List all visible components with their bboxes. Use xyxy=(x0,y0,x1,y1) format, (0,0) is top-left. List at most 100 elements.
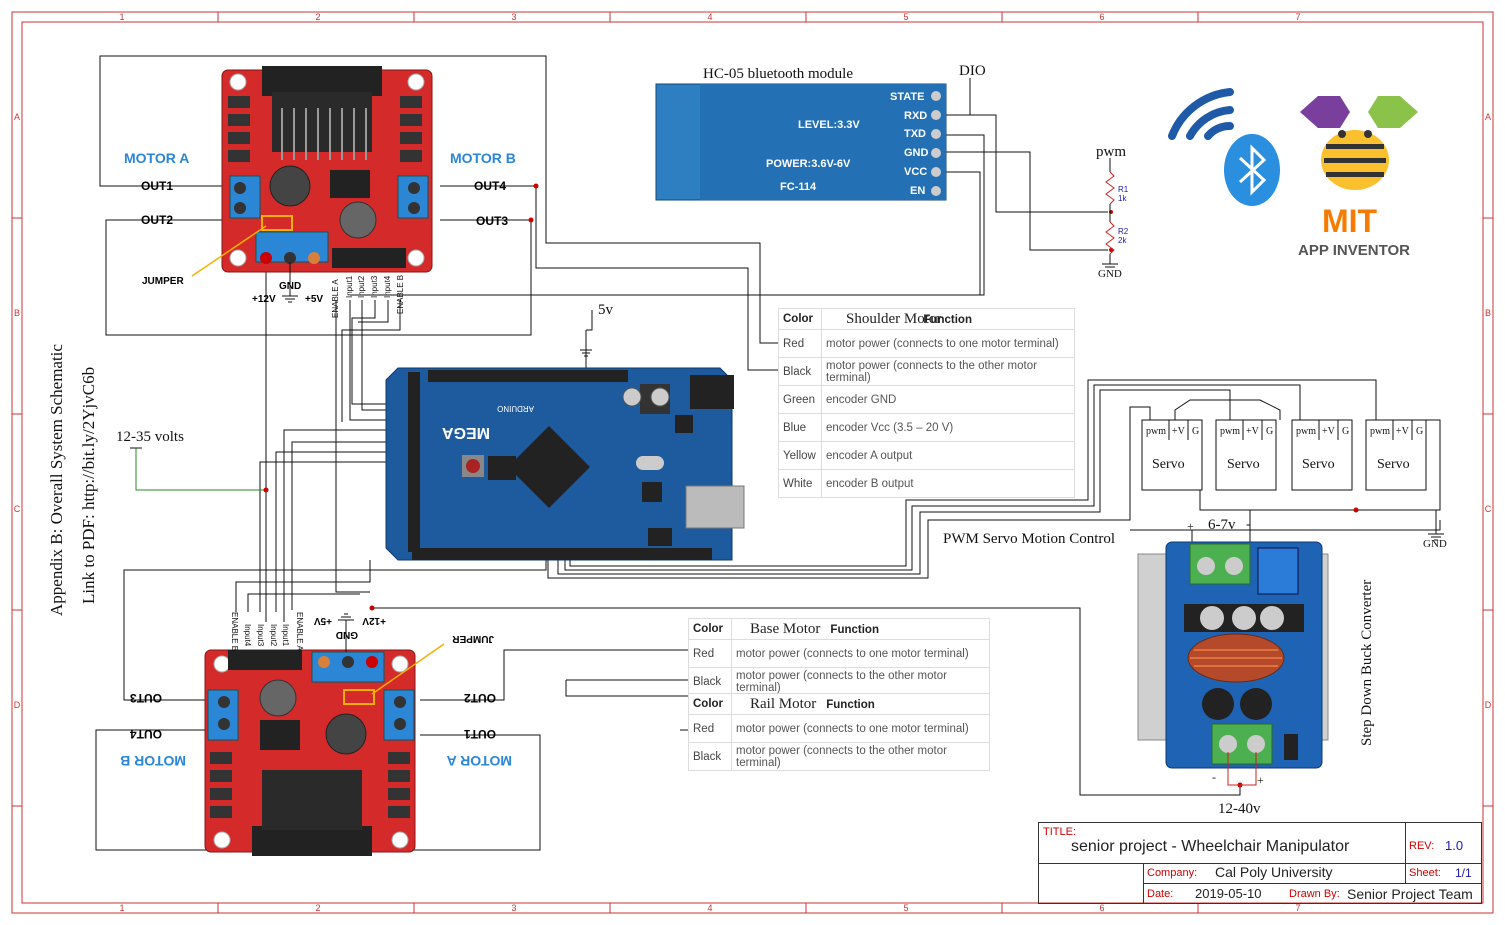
label-tables-rail-rows-1-0: Black xyxy=(688,742,732,771)
jumper-label: JUMPER xyxy=(142,276,184,287)
arduino-model: MEGA xyxy=(442,424,490,441)
label-tables-base-rows-1-0: Black xyxy=(688,667,732,696)
v12-label: +12V xyxy=(362,615,386,626)
voltage-divider xyxy=(1102,158,1118,268)
title-label: TITLE: xyxy=(1043,826,1077,838)
label-tables-shoulder-rows-1-0: Black xyxy=(778,357,822,386)
drawing-date: 2019-05-10 xyxy=(1195,886,1262,901)
five-volt-label: 5v xyxy=(598,302,614,318)
servo-box xyxy=(1365,419,1427,491)
out2-label: OUT2 xyxy=(141,213,173,227)
dio-label: DIO xyxy=(959,63,986,79)
label-driver_top-pins-2: Input2 xyxy=(357,275,366,298)
row-label: B xyxy=(1485,308,1491,318)
col-label: 7 xyxy=(1295,12,1300,22)
label-servos-pins-0: pwm xyxy=(1370,426,1390,437)
servo-box xyxy=(1141,419,1203,491)
col-label: 7 xyxy=(1295,903,1300,913)
label-divider-r2: R2 xyxy=(1118,227,1129,236)
pwm-servo-caption: PWM Servo Motion Control xyxy=(943,531,1115,547)
label-title_block-company_label: Company: xyxy=(1147,867,1198,879)
label-tables-base-rows-1-1: motor power (connects to the other motor… xyxy=(731,667,990,696)
label-tables-shoulder-rows-4-0: Yellow xyxy=(778,441,822,470)
col-label: 1 xyxy=(119,12,124,22)
buck-in-wires xyxy=(1227,752,1257,786)
label-driver_top-pins-0: ENABLE A xyxy=(331,279,340,318)
row-label: A xyxy=(14,112,20,122)
bt-pin-vcc: VCC xyxy=(904,166,927,178)
label-driver_top-pins-1: Input1 xyxy=(345,275,354,298)
row-label: A xyxy=(1485,112,1491,122)
drawn-by: Senior Project Team xyxy=(1347,886,1473,902)
label-driver_top-pins-4: Input4 xyxy=(383,275,392,298)
label-servos-pins-0: pwm xyxy=(1220,426,1240,437)
bt-pin-rxd: RXD xyxy=(904,110,927,122)
servo-name: Servo xyxy=(1302,457,1335,472)
out3-label: OUT3 xyxy=(130,691,162,705)
gnd-label: GND xyxy=(336,629,358,640)
motor-b-label: MOTOR B xyxy=(450,150,516,166)
buck-out-label: 6-7v xyxy=(1208,517,1236,533)
label-servos-pins-2: G xyxy=(1266,426,1273,437)
mit-app-inventor-logo: MIT APP INVENTOR xyxy=(1298,96,1418,259)
out4-label: OUT4 xyxy=(130,727,162,741)
label-title_block-drawn_label: Drawn By: xyxy=(1289,888,1340,900)
label-tables-shoulder-rows-5-1: encoder B output xyxy=(821,469,1075,498)
shoulder-title: Shoulder Motor xyxy=(846,310,942,327)
driver-top-labels: MOTOR A MOTOR B OUT1 OUT2 OUT4 OUT3 JUMP… xyxy=(124,150,516,305)
label-tables-base-rows-0-1: motor power (connects to one motor termi… xyxy=(731,639,990,668)
label-servos-pins-2: G xyxy=(1342,426,1349,437)
bt-model: FC-114 xyxy=(780,181,817,193)
buck-minus-label: - xyxy=(1246,517,1251,532)
buck-in-plus: + xyxy=(1257,773,1264,787)
driver-top-pin-labels: ENABLE A Input1 Input2 Input3 Input4 ENA… xyxy=(331,275,405,318)
label-driver_bottom-pins-2: Input3 xyxy=(256,624,265,647)
label-tables-shoulder-rows-0-1: motor power (connects to one motor termi… xyxy=(821,329,1075,358)
label-servos-pins-1: +V xyxy=(1246,426,1260,437)
drawing-frame xyxy=(11,11,1494,914)
motor-a-label: MOTOR A xyxy=(447,753,512,769)
label-title_block-sheet_label: Sheet: xyxy=(1409,867,1441,879)
driver-bottom-labels: MOTOR B MOTOR A OUT3 OUT4 OUT2 OUT1 JUMP… xyxy=(120,615,512,769)
app-inventor-text: APP INVENTOR xyxy=(1298,242,1410,259)
label-driver_top-pins-3: Input3 xyxy=(370,275,379,298)
divider-gnd-label: GND xyxy=(1098,268,1122,280)
motor-a-label: MOTOR A xyxy=(124,150,189,166)
label-divider-r2v: 2k xyxy=(1118,236,1127,245)
buck-in-label: 12-40v xyxy=(1218,801,1261,817)
v5-label: +5V xyxy=(314,615,332,626)
base-title: Base Motor xyxy=(750,620,821,637)
supply-label: 12-35 volts xyxy=(116,429,184,445)
motor-driver-top xyxy=(221,66,433,273)
servo-box xyxy=(1215,419,1277,491)
jumper-leader-top xyxy=(191,225,267,277)
label-servos-pins-2: G xyxy=(1192,426,1199,437)
label-driver_bottom-pins-0: ENABLE B xyxy=(230,612,239,651)
label-divider-r1: R1 xyxy=(1118,185,1129,194)
row-label: B xyxy=(14,308,20,318)
servo-gnd-label: GND xyxy=(1423,538,1447,550)
col-label: 4 xyxy=(707,903,712,913)
servo-name: Servo xyxy=(1227,457,1260,472)
rail-title: Rail Motor xyxy=(750,695,817,712)
servo-name: Servo xyxy=(1377,457,1410,472)
label-driver_bottom-pins-3: Input2 xyxy=(269,624,278,647)
gnd-symbol xyxy=(580,349,592,357)
label-tables-rail-rows-1-1: motor power (connects to the other motor… xyxy=(731,742,990,771)
v12-label: +12V xyxy=(252,294,276,305)
mit-text: MIT xyxy=(1322,203,1378,239)
label-tables-base-header-1: Function xyxy=(830,623,879,636)
arduino-brand: ARDUINO xyxy=(497,404,534,413)
label-driver_top-pins-5: ENABLE B xyxy=(396,275,405,314)
out1-label: OUT1 xyxy=(464,727,496,741)
wires xyxy=(95,55,1441,851)
bluetooth-title: HC-05 bluetooth module xyxy=(703,66,853,82)
